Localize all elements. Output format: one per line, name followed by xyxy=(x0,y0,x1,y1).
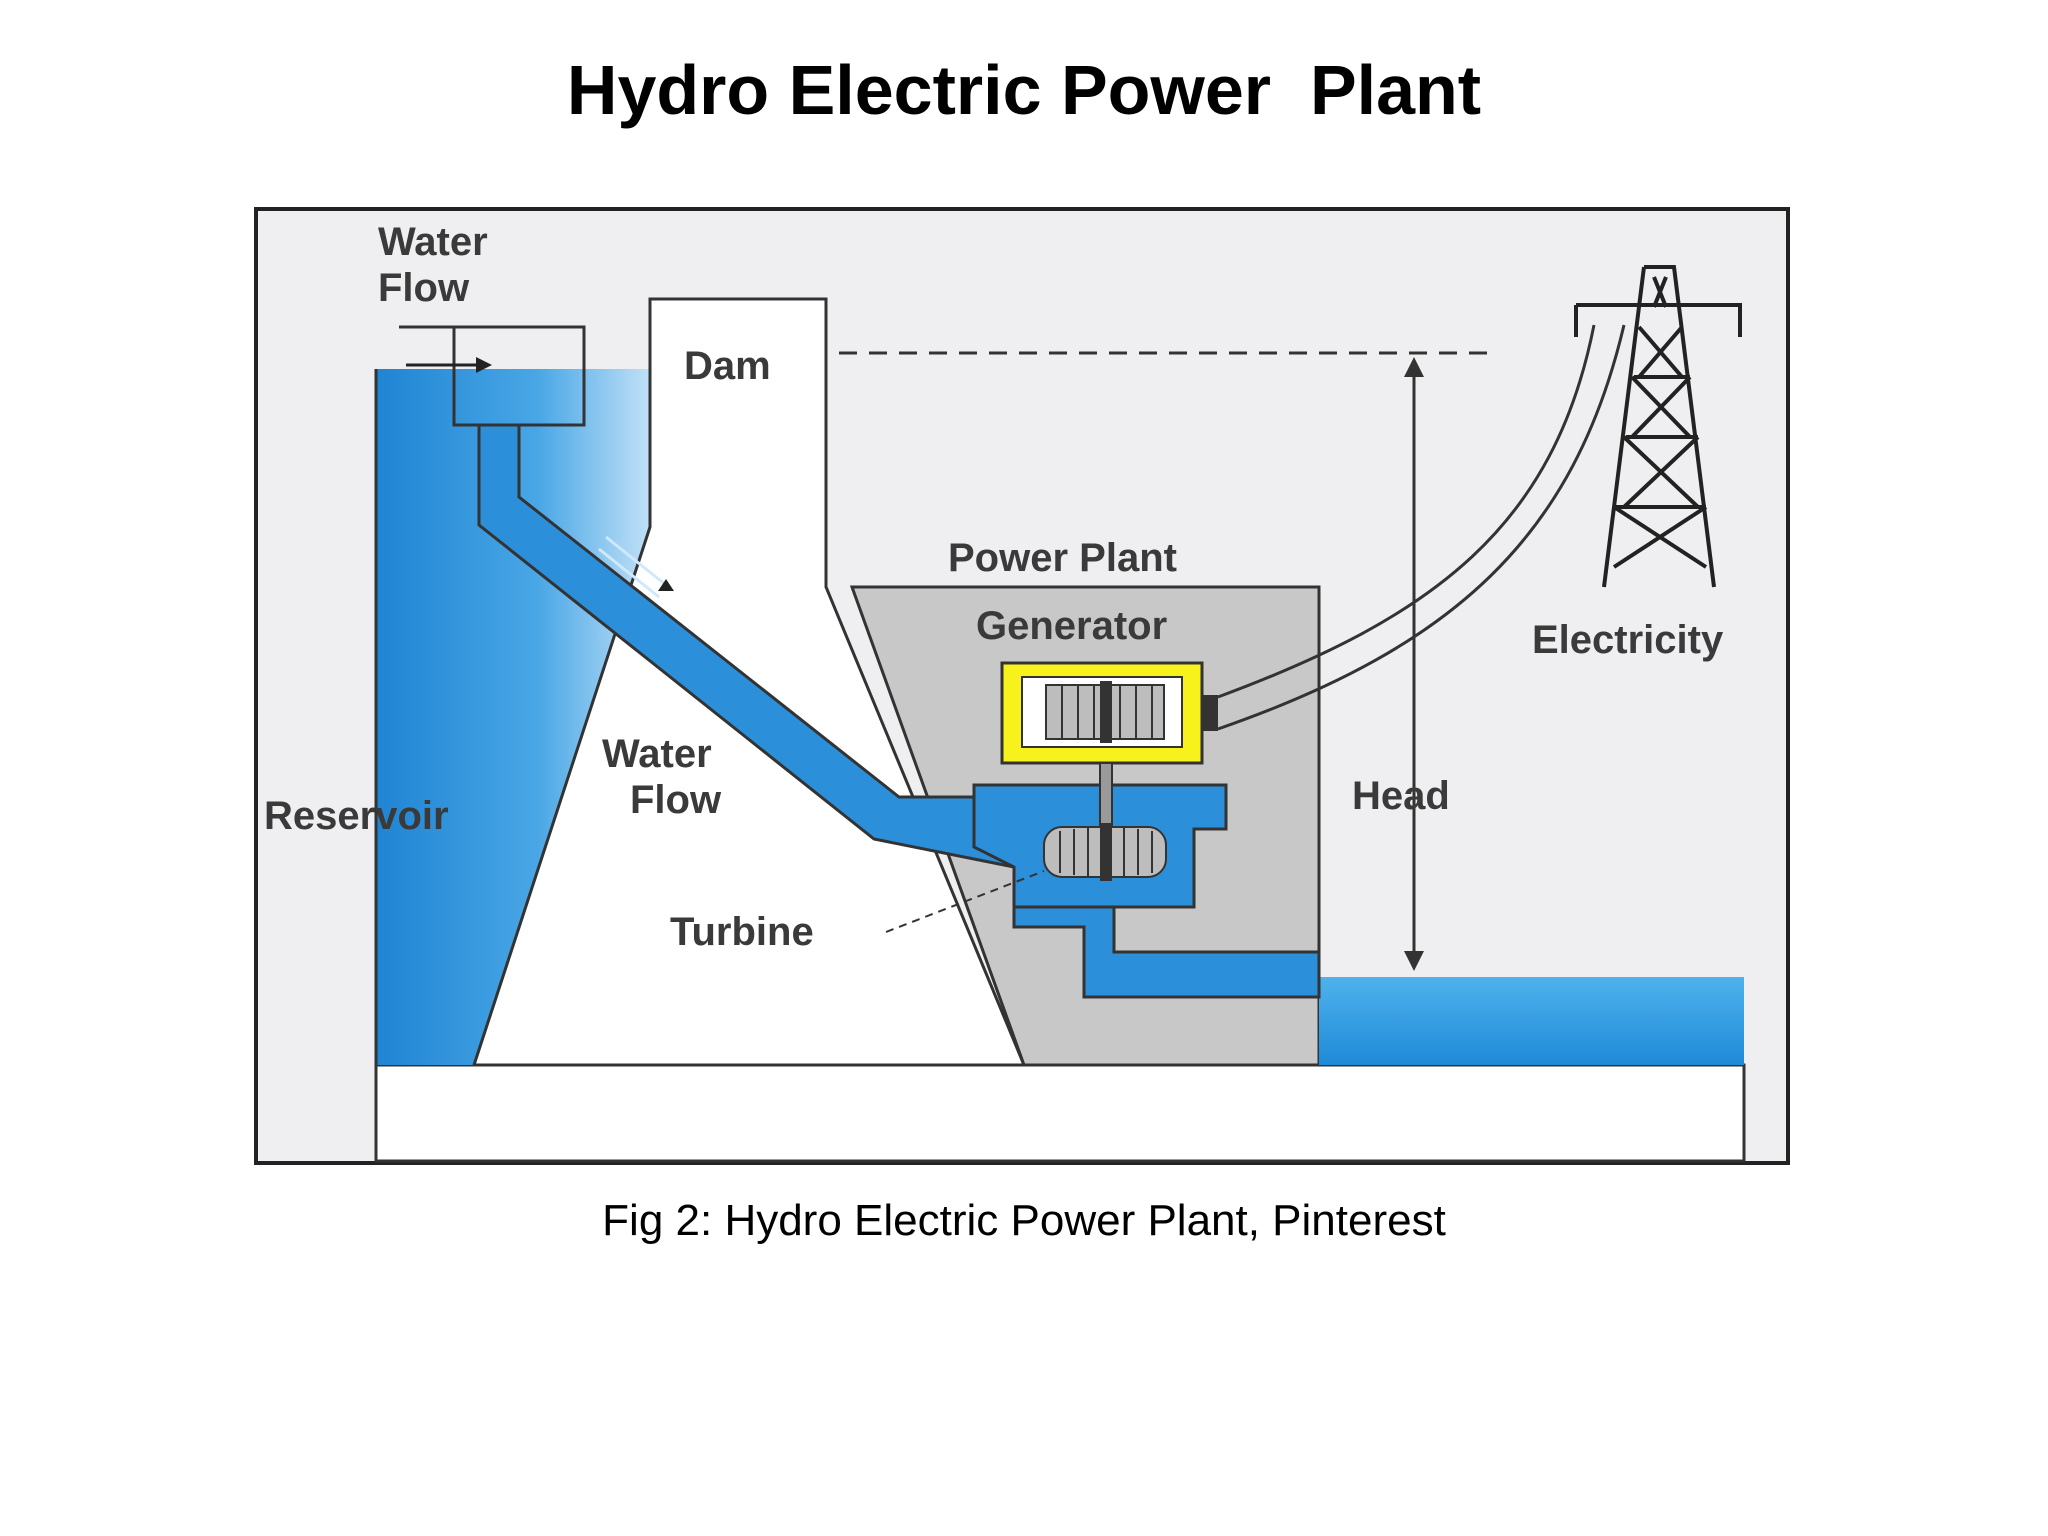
label-head: Head xyxy=(1352,774,1450,818)
label-water-flow-top-2: Flow xyxy=(378,266,470,310)
ground-base xyxy=(374,1063,1746,1163)
tailrace-water xyxy=(1319,977,1744,1065)
label-electricity: Electricity xyxy=(1532,618,1724,662)
generator-rotor xyxy=(1045,681,1165,743)
slide-title: Hydro Electric Power Plant xyxy=(566,51,1482,129)
turbine-leader-line xyxy=(885,870,1045,933)
hydro-diagram: Water Flow Dam Power Plant Generator Ele… xyxy=(254,207,1790,1165)
turbine-shaft xyxy=(1099,762,1113,834)
transmission-cable-lower xyxy=(1217,324,1626,731)
transmission-cable-upper xyxy=(1217,324,1596,699)
label-water-flow-mid-2: Flow xyxy=(630,778,722,822)
reservoir-water xyxy=(376,369,672,1065)
label-water-flow-top-1: Water xyxy=(378,220,488,264)
label-dam: Dam xyxy=(684,344,771,388)
label-power-plant: Power Plant xyxy=(948,536,1177,580)
generator-terminal xyxy=(1202,695,1218,731)
label-turbine: Turbine xyxy=(670,910,814,954)
turbine-wheel xyxy=(1043,823,1167,881)
intake-gate xyxy=(399,325,586,427)
intake-opening xyxy=(452,327,479,427)
flow-arrow-intake xyxy=(406,357,492,373)
head-dimension-arrow xyxy=(1404,357,1424,971)
label-water-flow-mid-1: Water xyxy=(602,732,712,776)
hydro-diagram-svg: Water Flow Dam Power Plant Generator Ele… xyxy=(254,207,1790,1165)
label-generator: Generator xyxy=(976,604,1167,648)
transmission-tower-icon xyxy=(1574,265,1742,588)
figure-caption: Fig 2: Hydro Electric Power Plant, Pinte… xyxy=(602,1196,1446,1245)
flow-arrow-penstock xyxy=(598,535,674,599)
label-reservoir: Reservoir xyxy=(264,794,449,838)
